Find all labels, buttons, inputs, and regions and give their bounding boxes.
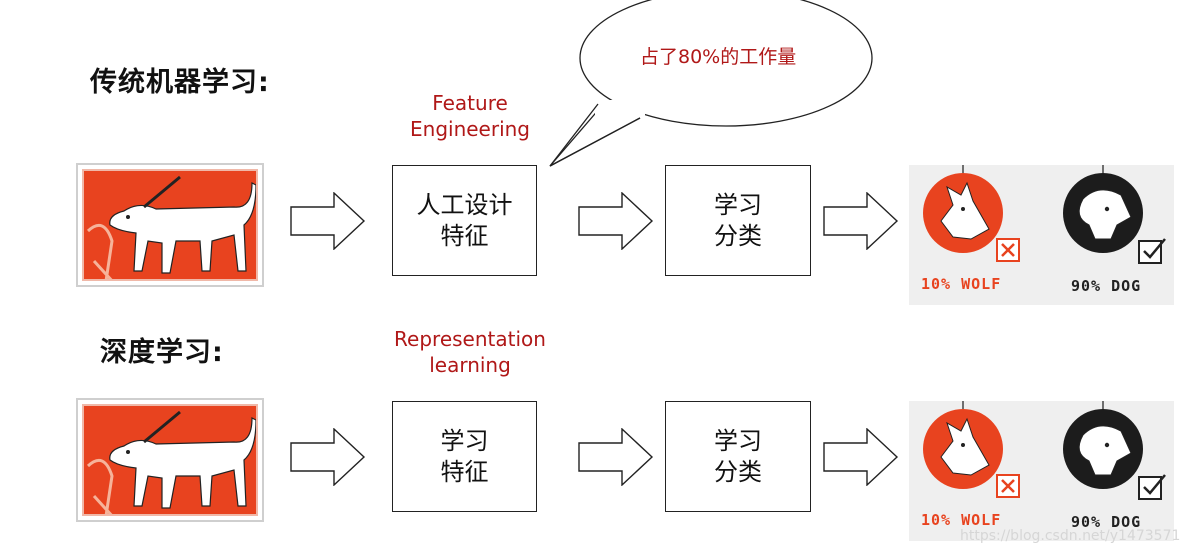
dog-percentage: 90% DOG — [1071, 277, 1142, 295]
traditional-heading: 传统机器学习: — [90, 67, 270, 98]
wolf-icon — [923, 401, 1003, 489]
wolf-icon — [923, 165, 1003, 253]
bubble-text: 占了80%的工作量 — [640, 46, 797, 68]
feature-engineering-label: Feature Engineering — [395, 90, 545, 142]
cross-checkbox-icon — [996, 238, 1020, 262]
speech-bubble — [549, 0, 873, 167]
right-arrow-icon — [823, 428, 899, 486]
result-card: 10% WOLF 90% DOG — [909, 165, 1174, 305]
classify-box: 学习 分类 — [665, 165, 811, 276]
check-checkbox-icon — [1138, 238, 1166, 264]
representation-learning-line2: learning — [429, 353, 511, 377]
classify-text: 学习 分类 — [714, 190, 762, 250]
result-card: 10% WOLF 90% DOG — [909, 401, 1174, 541]
manual-feature-text: 人工设计 特征 — [416, 190, 513, 250]
right-arrow-icon — [578, 192, 654, 250]
right-arrow-icon — [290, 192, 366, 250]
representation-learning-line1: Representation — [394, 327, 546, 351]
dog-photo-illustration — [86, 175, 256, 279]
wolf-percentage: 10% WOLF — [921, 275, 1002, 293]
right-arrow-icon — [290, 428, 366, 486]
dog-photo — [76, 398, 264, 522]
dog-percentage: 90% DOG — [1071, 513, 1142, 531]
dog-icon — [1063, 401, 1143, 489]
classify-text: 学习 分类 — [714, 426, 762, 486]
right-arrow-icon — [578, 428, 654, 486]
dog-photo — [76, 163, 264, 287]
feature-engineering-line2: Engineering — [410, 117, 530, 141]
check-checkbox-icon — [1138, 474, 1166, 500]
manual-feature-box: 人工设计 特征 — [392, 165, 537, 276]
dog-photo-illustration — [86, 410, 256, 514]
watermark: https://blog.csdn.net/y1473571 — [960, 528, 1181, 544]
feature-engineering-line1: Feature — [432, 91, 508, 115]
right-arrow-icon — [823, 192, 899, 250]
dog-icon — [1063, 165, 1143, 253]
learn-feature-box: 学习 特征 — [392, 401, 537, 512]
wolf-percentage: 10% WOLF — [921, 511, 1002, 529]
learn-feature-text: 学习 特征 — [440, 426, 489, 486]
deep-heading: 深度学习: — [100, 337, 224, 368]
classify-box: 学习 分类 — [665, 401, 811, 512]
representation-learning-label: Representation learning — [380, 326, 560, 378]
cross-checkbox-icon — [996, 474, 1020, 498]
